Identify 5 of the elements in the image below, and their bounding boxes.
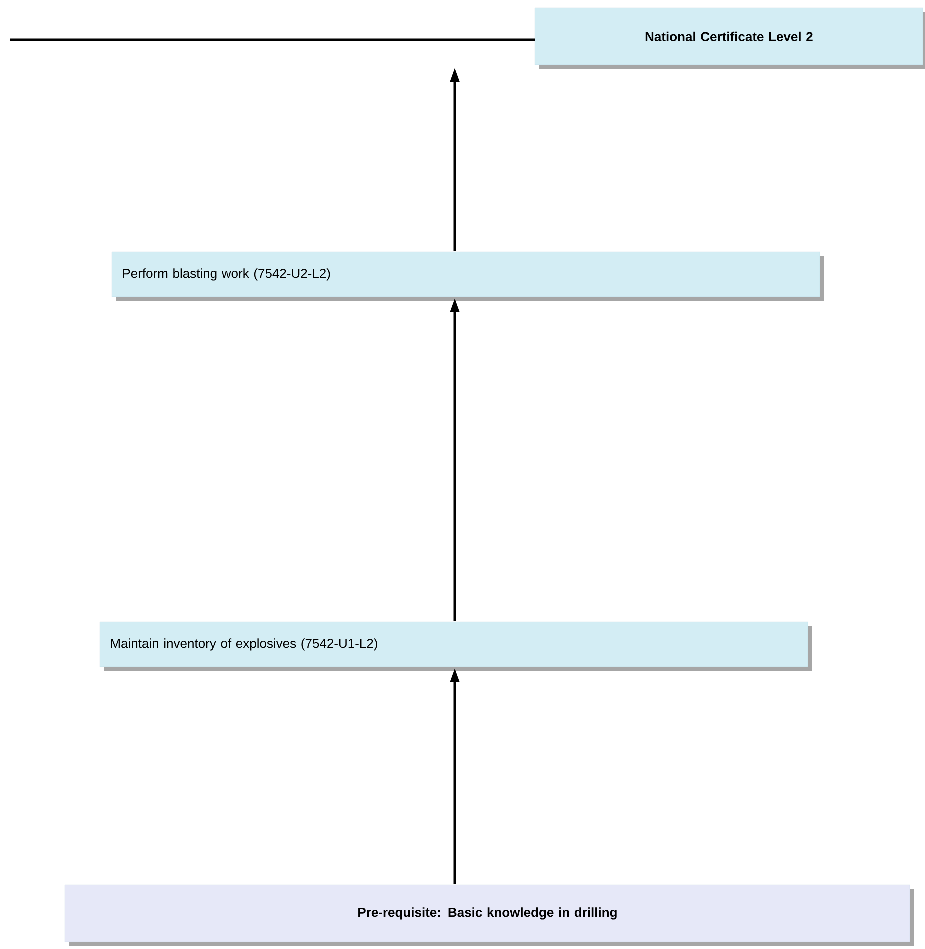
- process-box: Pre-requisite: Basic knowledge in drilling: [65, 885, 914, 946]
- process-box: National Certificate Level 2: [535, 8, 925, 69]
- process-box: Maintain inventory of explosives (7542-U1-L2): [100, 622, 812, 671]
- process-box: Perform blasting work (7542-U2-L2): [112, 252, 824, 301]
- line: [10, 38, 535, 42]
